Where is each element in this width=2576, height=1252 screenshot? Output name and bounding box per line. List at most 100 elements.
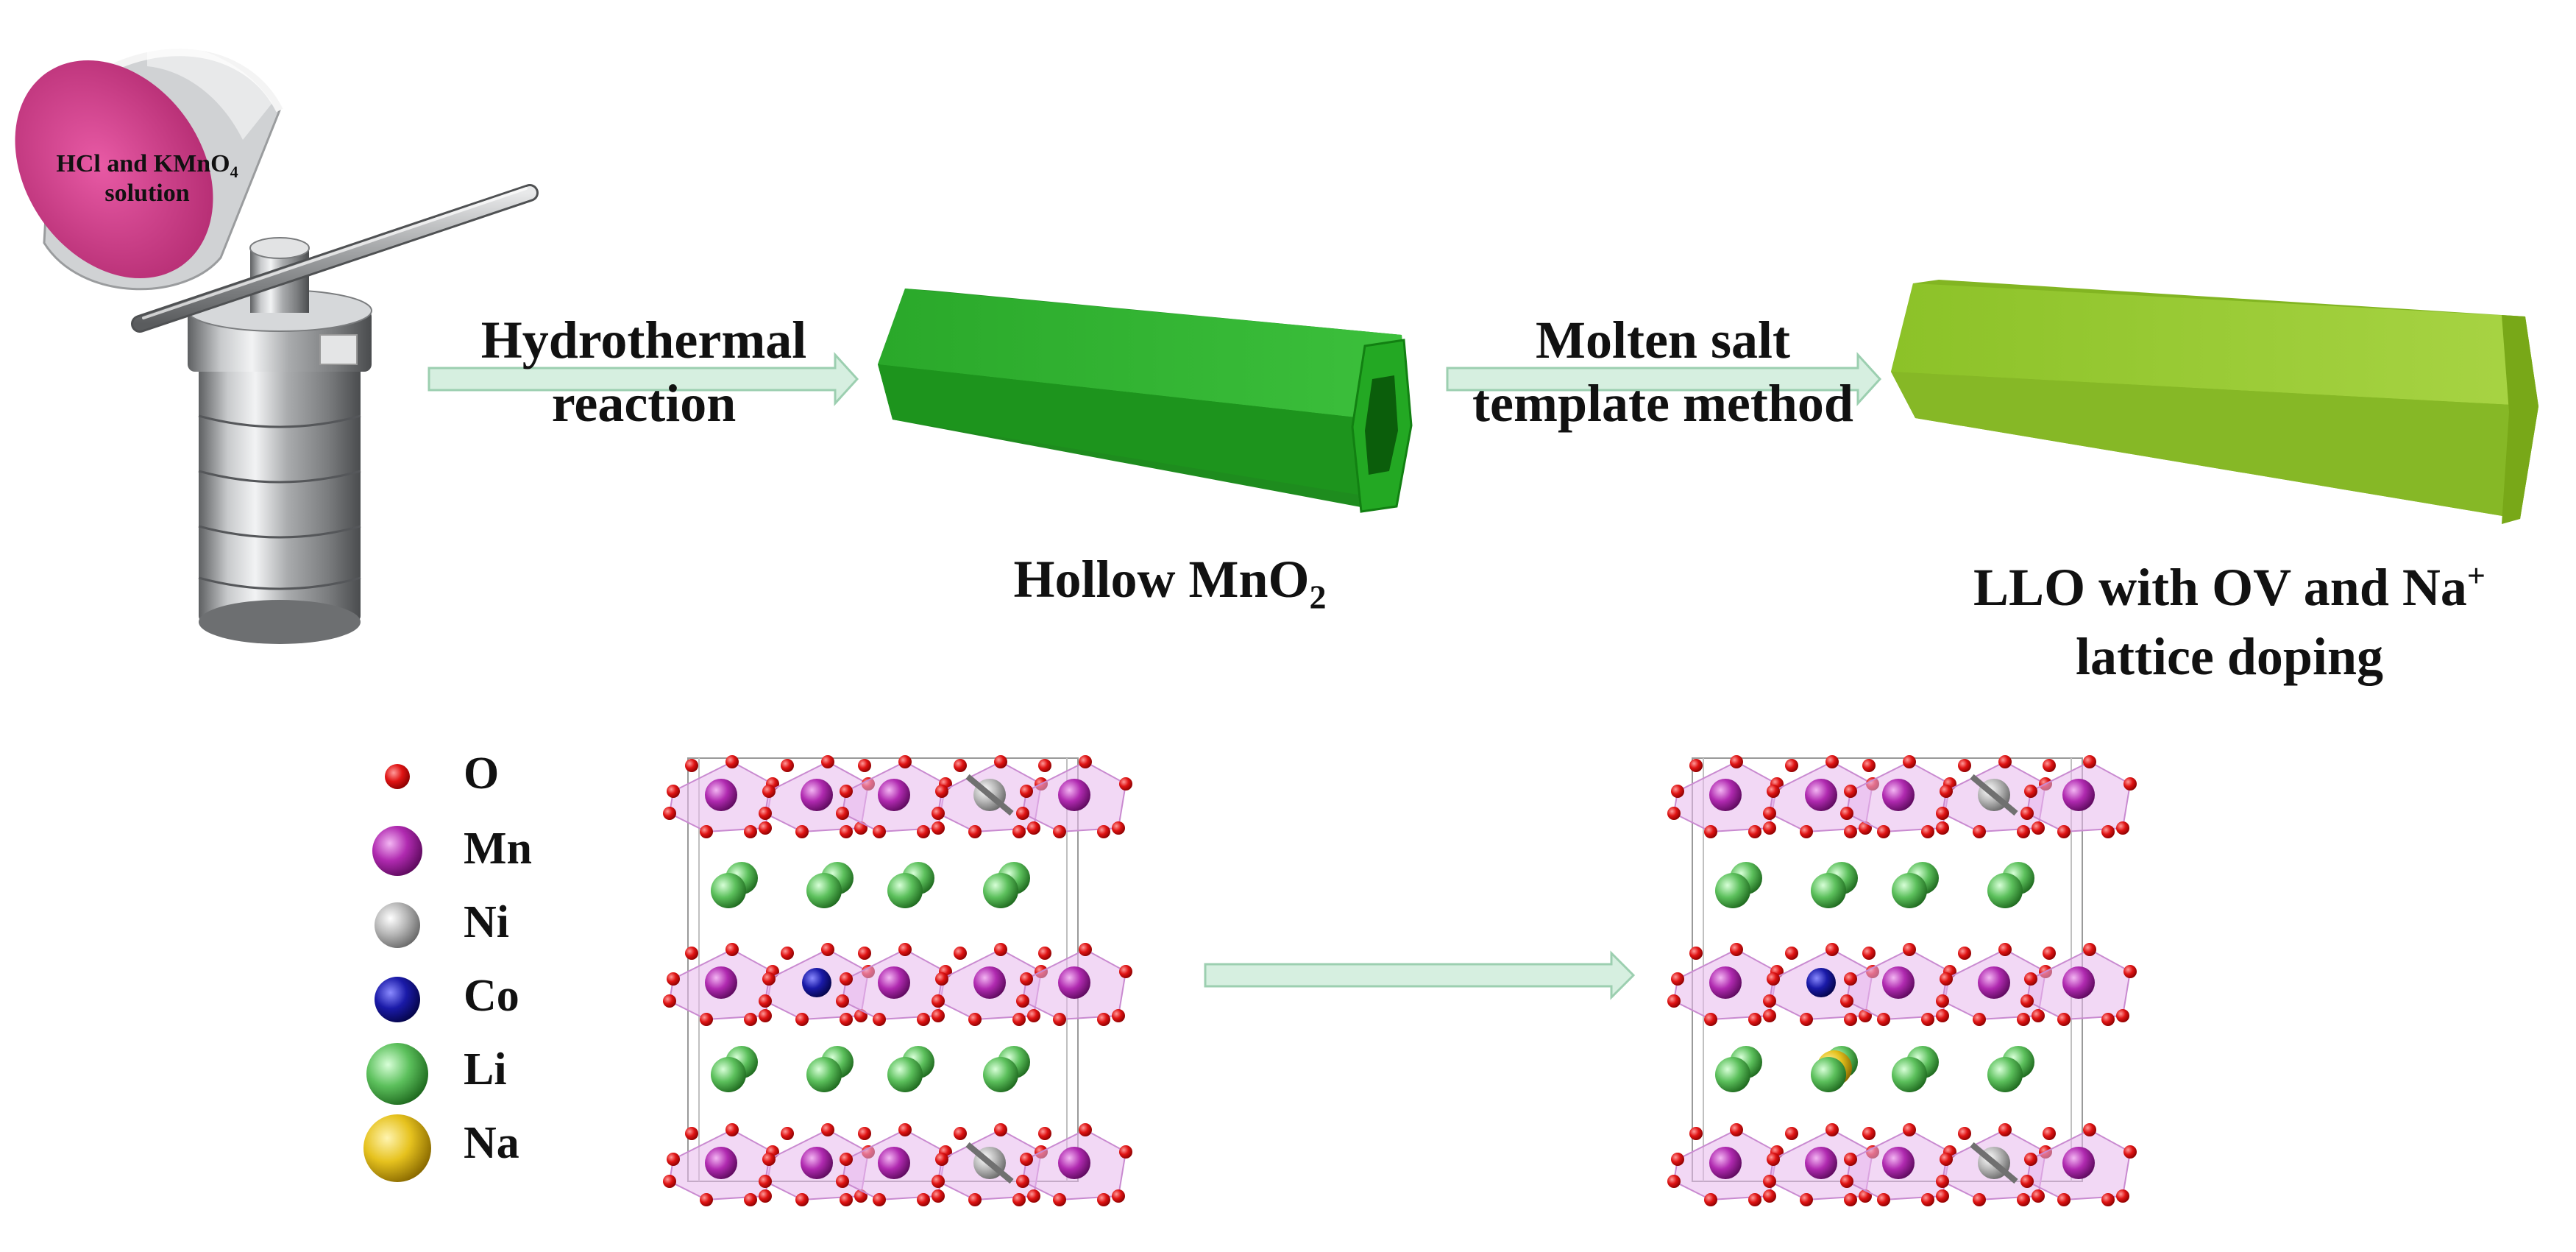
oxygen-atom bbox=[1973, 825, 1986, 838]
oxygen-atom bbox=[1936, 1175, 1949, 1188]
oxygen-atom bbox=[2101, 825, 2115, 838]
oxygen-atom bbox=[744, 1013, 757, 1026]
legend-marker-mn bbox=[372, 826, 422, 876]
oxygen-atom bbox=[2017, 825, 2030, 838]
oxygen-atom bbox=[1016, 1175, 1029, 1188]
oxygen-atom bbox=[1767, 1153, 1780, 1166]
oxygen-atom bbox=[2057, 825, 2071, 838]
manganese-atom bbox=[1058, 779, 1090, 811]
oxygen-atom bbox=[1825, 755, 1839, 768]
oxygen-atom bbox=[1730, 1123, 1743, 1136]
oxygen-atom bbox=[1012, 825, 1026, 838]
oxygen-atom bbox=[1862, 947, 1876, 960]
manganese-atom bbox=[878, 779, 910, 811]
oxygen-atom bbox=[1671, 1153, 1684, 1166]
oxygen-atom bbox=[954, 759, 967, 772]
oxygen-atom bbox=[1704, 825, 1717, 838]
oxygen-atom bbox=[781, 1127, 794, 1140]
oxygen-atom bbox=[700, 1013, 713, 1026]
oxygen-atom bbox=[1112, 1009, 1125, 1022]
manganese-atom bbox=[2062, 779, 2095, 811]
product1-label: Hollow MnO2 bbox=[1013, 550, 1327, 616]
manganese-atom bbox=[705, 779, 737, 811]
oxygen-atom bbox=[1800, 1013, 1813, 1026]
oxygen-atom bbox=[1689, 947, 1703, 960]
oxygen-atom bbox=[1763, 807, 1776, 820]
manganese-atom bbox=[1882, 779, 1915, 811]
legend-marker-na bbox=[363, 1114, 431, 1182]
element-legend bbox=[363, 764, 431, 1182]
oxygen-atom bbox=[2123, 777, 2137, 791]
oxygen-atom bbox=[762, 785, 776, 798]
oxygen-atom bbox=[1079, 1123, 1092, 1136]
oxygen-atom bbox=[795, 825, 809, 838]
arrow-hydrothermal bbox=[427, 352, 859, 406]
oxygen-atom bbox=[1704, 1013, 1717, 1026]
oxygen-atom bbox=[932, 807, 945, 820]
oxygen-atom bbox=[932, 821, 945, 835]
lithium-atom bbox=[983, 1057, 1018, 1092]
legend-marker-o bbox=[385, 764, 410, 789]
manganese-atom bbox=[1882, 966, 1915, 999]
oxygen-atom bbox=[1825, 1123, 1839, 1136]
oxygen-atom bbox=[725, 1123, 739, 1136]
oxygen-atom bbox=[836, 994, 849, 1008]
oxygen-atom bbox=[1016, 994, 1029, 1008]
manganese-atom bbox=[973, 966, 1006, 999]
oxygen-atom bbox=[840, 785, 853, 798]
manganese-atom bbox=[2062, 1147, 2095, 1179]
arrow-lattice-transform bbox=[1204, 950, 1636, 1000]
oxygen-atom bbox=[2032, 821, 2045, 835]
oxygen-atom bbox=[1840, 807, 1853, 820]
oxygen-atom bbox=[1038, 759, 1051, 772]
oxygen-atom bbox=[2020, 1175, 2034, 1188]
oxygen-atom bbox=[994, 1123, 1007, 1136]
oxygen-atom bbox=[1998, 943, 2012, 956]
ni-bond bbox=[1970, 1142, 2018, 1184]
oxygen-atom bbox=[759, 1009, 772, 1022]
oxygen-atom bbox=[1119, 777, 1132, 791]
oxygen-atom bbox=[781, 947, 794, 960]
manganese-atom bbox=[1882, 1147, 1915, 1179]
oxygen-atom bbox=[1730, 943, 1743, 956]
oxygen-atom bbox=[2020, 994, 2034, 1008]
oxygen-atom bbox=[1038, 947, 1051, 960]
oxygen-atom bbox=[898, 943, 912, 956]
manganese-atom bbox=[705, 1147, 737, 1179]
lattice-doped bbox=[1667, 755, 2137, 1206]
oxygen-atom bbox=[1936, 994, 1949, 1008]
oxygen-atom bbox=[2024, 785, 2037, 798]
oxygen-atom bbox=[1958, 1127, 1971, 1140]
oxygen-atom bbox=[2032, 1009, 2045, 1022]
oxygen-atom bbox=[1785, 947, 1798, 960]
oxygen-atom bbox=[2024, 1153, 2037, 1166]
oxygen-atom bbox=[858, 1127, 871, 1140]
oxygen-atom bbox=[1767, 972, 1780, 986]
oxygen-atom bbox=[1763, 1175, 1776, 1188]
step1-label: Hydrothermal reaction bbox=[480, 311, 807, 433]
oxygen-atom bbox=[821, 1123, 834, 1136]
oxygen-atom bbox=[1012, 1013, 1026, 1026]
arrow-molten-salt bbox=[1446, 352, 1882, 406]
legend-label-na: Na bbox=[464, 1118, 519, 1168]
lithium-atom bbox=[1811, 1057, 1846, 1092]
oxygen-atom bbox=[663, 807, 676, 820]
oxygen-atom bbox=[700, 825, 713, 838]
oxygen-atom bbox=[840, 1013, 853, 1026]
oxygen-atom bbox=[1958, 759, 1971, 772]
oxygen-atom bbox=[968, 1193, 982, 1206]
oxygen-atom bbox=[1027, 1009, 1040, 1022]
oxygen-atom bbox=[840, 825, 853, 838]
product2-label: LLO with OV and Na+ lattice doping bbox=[1973, 558, 2485, 686]
oxygen-atom bbox=[1936, 1189, 1949, 1203]
legend-label-co: Co bbox=[464, 971, 519, 1021]
oxygen-atom bbox=[1748, 1013, 1761, 1026]
legend-label-ni: Ni bbox=[464, 897, 509, 947]
oxygen-atom bbox=[858, 759, 871, 772]
lithium-atom bbox=[1715, 1057, 1750, 1092]
beaker-icon bbox=[15, 43, 283, 291]
oxygen-atom bbox=[759, 1189, 772, 1203]
oxygen-atom bbox=[932, 1009, 945, 1022]
manganese-atom bbox=[878, 966, 910, 999]
oxygen-atom bbox=[1748, 825, 1761, 838]
